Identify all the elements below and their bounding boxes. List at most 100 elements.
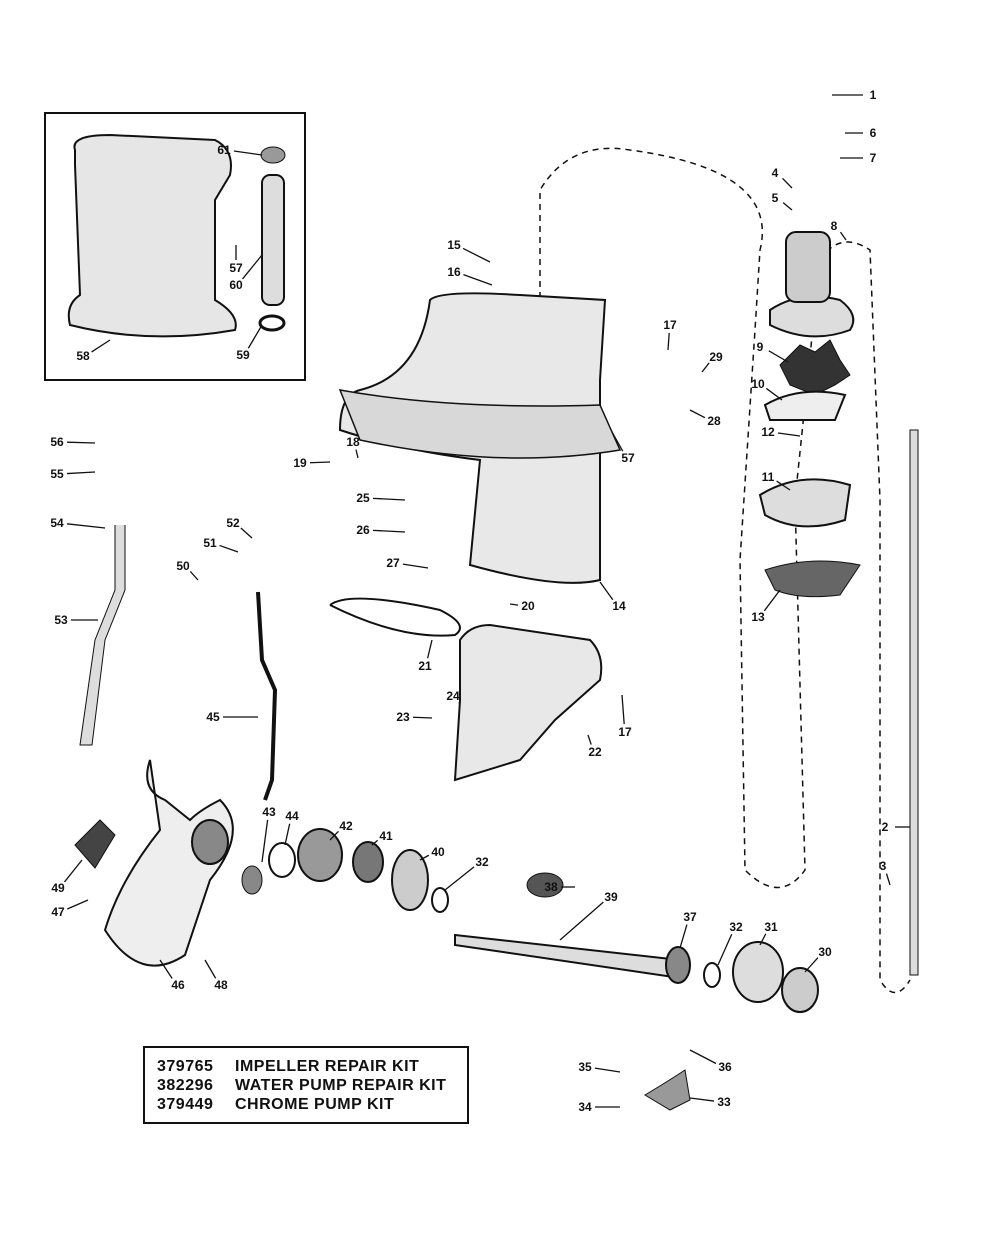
callout-20: 20 (521, 599, 535, 613)
callout-35: 35 (578, 1060, 592, 1074)
callout-12: 12 (761, 425, 775, 439)
leader-line-57 (611, 431, 624, 452)
callout-27: 27 (386, 556, 400, 570)
callout-24: 24 (446, 689, 460, 703)
leader-line-23 (412, 716, 433, 719)
callout-38: 38 (544, 880, 558, 894)
pump-liner (758, 478, 852, 528)
callout-1: 1 (869, 88, 877, 102)
callout-55: 55 (50, 467, 64, 481)
leader-line-29 (701, 362, 710, 373)
impeller (779, 339, 851, 396)
leader-line-42 (329, 830, 339, 841)
leader-line-48 (204, 959, 217, 979)
gear-31 (732, 941, 784, 1003)
callout-28: 28 (707, 414, 721, 428)
leader-lines (63, 94, 910, 1108)
leader-line-16 (463, 273, 493, 286)
callout-54: 54 (50, 516, 64, 530)
leader-line-55 (66, 471, 96, 475)
callout-46: 46 (171, 978, 185, 992)
leader-line-47 (67, 899, 89, 910)
leader-line-54 (66, 523, 106, 529)
leader-line-44 (284, 823, 291, 846)
leader-line-56 (66, 441, 96, 444)
inset-seal-61 (260, 146, 286, 164)
callout-57: 57 (229, 261, 243, 275)
callout-3: 3 (879, 859, 887, 873)
callout-5: 5 (771, 191, 779, 205)
callout-6: 6 (869, 126, 877, 140)
leader-line-49 (63, 859, 83, 883)
callout-39: 39 (604, 890, 618, 904)
callout-16: 16 (447, 265, 461, 279)
prop-nut (74, 819, 116, 869)
callout-44: 44 (285, 809, 299, 823)
callout-31: 31 (764, 920, 778, 934)
pump-neck (785, 231, 831, 303)
leader-line-10 (765, 387, 783, 401)
leader-line-22 (587, 734, 592, 745)
leader-line-17 (667, 332, 670, 351)
kit-description: IMPELLER REPAIR KIT (235, 1058, 420, 1075)
callout-36: 36 (718, 1060, 732, 1074)
bearing-41 (352, 841, 384, 883)
shift-rod-45 (256, 591, 278, 801)
callout-33: 33 (717, 1095, 731, 1109)
leader-line-52 (240, 527, 253, 539)
leader-line-41 (371, 839, 379, 846)
washer-32b (703, 962, 721, 988)
leader-line-58 (91, 339, 111, 353)
leader-line-9 (768, 350, 789, 363)
callout-50: 50 (176, 559, 190, 573)
leader-line-17 (621, 694, 625, 725)
leader-line-13 (763, 589, 781, 612)
leader-line-36 (689, 1049, 717, 1065)
propeller-shaft (454, 933, 681, 980)
housing-skirt (338, 389, 622, 459)
leader-line-5 (782, 202, 793, 211)
leader-line-28 (689, 409, 706, 419)
leader-line-60 (242, 254, 263, 280)
inset-tube (261, 174, 285, 306)
callout-49: 49 (51, 881, 65, 895)
kit-description: WATER PUMP REPAIR KIT (235, 1077, 447, 1094)
callout-9: 9 (756, 340, 764, 354)
callout-22: 22 (588, 745, 602, 759)
callout-2: 2 (881, 820, 889, 834)
callout-18: 18 (346, 435, 360, 449)
cradle-33 (644, 1069, 691, 1111)
leader-line-37 (679, 924, 688, 949)
leader-line-24 (458, 702, 461, 706)
leader-line-18 (355, 449, 359, 459)
leader-line-12 (777, 432, 801, 437)
inset-seal-59 (258, 314, 286, 332)
leader-line-26 (372, 529, 406, 533)
gasket (764, 560, 861, 598)
washer-43 (241, 865, 263, 895)
leader-line-3 (885, 873, 891, 886)
callout-14: 14 (612, 599, 626, 613)
gear-case (453, 623, 603, 782)
callout-7: 7 (869, 151, 877, 165)
callout-8: 8 (830, 219, 838, 233)
callout-37: 37 (683, 910, 697, 924)
callout-4: 4 (771, 166, 779, 180)
callout-23: 23 (396, 710, 410, 724)
callout-42: 42 (339, 819, 353, 833)
callout-21: 21 (418, 659, 432, 673)
leader-line-8 (839, 231, 847, 241)
callout-61: 61 (217, 143, 231, 157)
leader-line-33 (689, 1097, 715, 1102)
kit-part-number: 379449 (157, 1096, 214, 1113)
leader-line-30 (804, 957, 819, 973)
leader-line-43 (261, 819, 269, 863)
leader-line-11 (776, 480, 791, 491)
leader-line-27 (402, 563, 429, 569)
callout-40: 40 (431, 845, 445, 859)
callout-11: 11 (761, 470, 775, 484)
callout-60: 60 (229, 278, 243, 292)
leader-line-32 (717, 933, 733, 966)
